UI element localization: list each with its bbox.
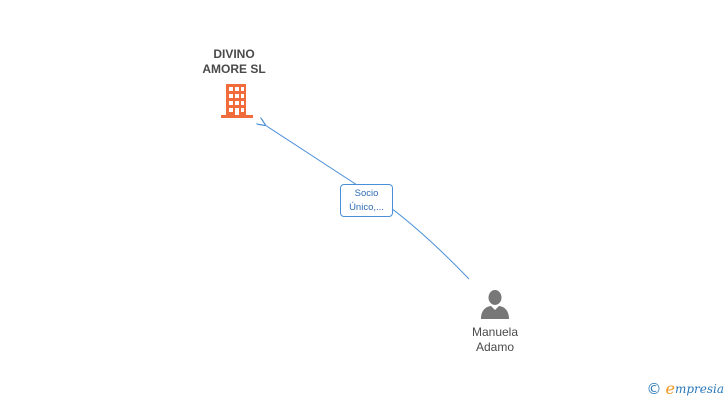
relation-label-line2: Único,...: [349, 202, 384, 213]
company-name-line1: DIVINO: [213, 47, 255, 61]
relation-label-line1: Socio: [354, 188, 379, 199]
person-name[interactable]: Manuela Adamo: [445, 325, 545, 355]
company-name[interactable]: DIVINO AMORE SL: [184, 47, 284, 77]
person-name-line2: Adamo: [475, 340, 515, 354]
copyright-icon: ©: [646, 379, 662, 398]
relation-label[interactable]: Socio Único,...: [340, 184, 393, 217]
brand-logo-mark: e: [665, 379, 675, 398]
building-icon[interactable]: [221, 83, 253, 119]
person-icon[interactable]: [480, 289, 510, 319]
person-name-line1: Manuela: [471, 325, 519, 339]
company-name-line2: AMORE SL: [202, 62, 266, 76]
footer-brand[interactable]: © e mpresia: [646, 379, 724, 399]
brand-name: mpresia: [674, 382, 724, 396]
